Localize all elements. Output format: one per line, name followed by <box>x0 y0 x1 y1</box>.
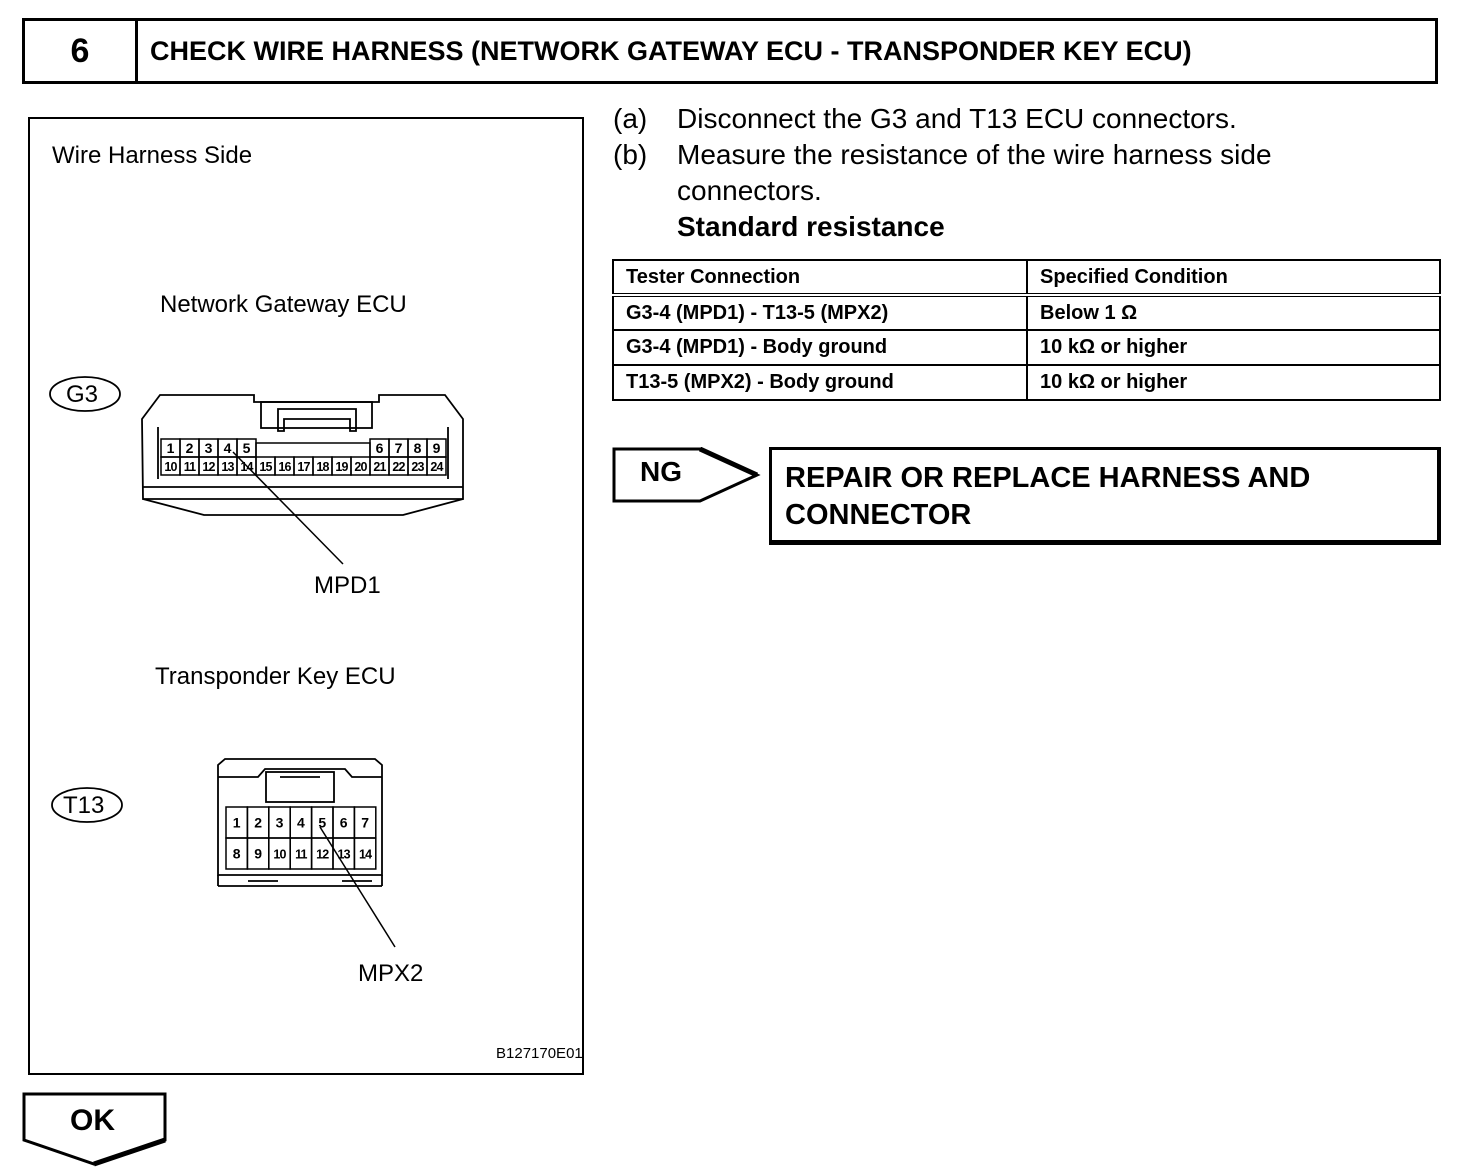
ng-result-line1: REPAIR OR REPLACE HARNESS AND <box>785 462 1311 494</box>
g3-pin-13: 13 <box>221 460 234 474</box>
table-row: T13-5 (MPX2) - Body ground 10 kΩ or high… <box>611 364 1441 401</box>
t13-pin-2: 2 <box>254 815 262 831</box>
ok-label: OK <box>70 1104 115 1137</box>
t13-pin-12: 12 <box>316 848 329 862</box>
ng-result-line2: CONNECTOR <box>785 499 972 531</box>
g3-top-row-gap <box>255 442 371 457</box>
ng-arrow-icon <box>612 447 761 503</box>
t13-pin-7: 7 <box>361 815 369 831</box>
mpx2-callout: MPX2 <box>358 960 424 987</box>
g3-pin-1: 1 <box>167 440 175 456</box>
step-b-label: (b) <box>613 139 648 170</box>
table-cell: G3-4 (MPD1) - T13-5 (MPX2) <box>611 294 1029 331</box>
transponder-key-ecu-label: Transponder Key ECU <box>155 663 396 690</box>
mpx2-leader-line <box>319 826 396 948</box>
image-code: B127170E01 <box>496 1045 583 1062</box>
table-cell: 10 kΩ or higher <box>1026 329 1441 366</box>
g3-pin-20: 20 <box>354 460 367 474</box>
g3-pin-4: 4 <box>224 440 232 456</box>
step-number: 6 <box>25 21 138 81</box>
g3-pin-2: 2 <box>186 440 194 456</box>
t13-pin-5: 5 <box>318 815 326 831</box>
g3-pin-7: 7 <box>395 440 403 456</box>
table-cell: 10 kΩ or higher <box>1026 364 1441 401</box>
g3-pin-17: 17 <box>297 460 310 474</box>
g3-pin-3: 3 <box>205 440 213 456</box>
table-header-row: Tester Connection Specified Condition <box>611 259 1441 297</box>
t13-pin-11: 11 <box>295 848 307 862</box>
step-b-text-line1: Measure the resistance of the wire harne… <box>677 139 1272 170</box>
g3-pin-21: 21 <box>373 460 386 474</box>
network-gateway-ecu-label: Network Gateway ECU <box>160 291 407 318</box>
g3-code-ellipse <box>49 376 121 412</box>
g3-code-label: G3 <box>66 381 99 408</box>
step-header: 6 CHECK WIRE HARNESS (NETWORK GATEWAY EC… <box>22 18 1438 84</box>
table-cell: T13-5 (MPX2) - Body ground <box>611 364 1029 401</box>
step-title: CHECK WIRE HARNESS (NETWORK GATEWAY ECU … <box>150 35 1192 66</box>
g3-pin-9: 9 <box>433 440 441 456</box>
g3-pin-11: 11 <box>184 460 196 474</box>
t13-pin-13: 13 <box>338 848 351 862</box>
t13-code-ellipse <box>51 787 123 823</box>
t13-pin-8: 8 <box>233 846 241 862</box>
t13-pin-10: 10 <box>273 848 286 862</box>
g3-pin-22: 22 <box>392 460 405 474</box>
g3-pin-23: 23 <box>411 460 424 474</box>
t13-pin-1: 1 <box>233 815 241 831</box>
t13-pin-3: 3 <box>276 815 284 831</box>
t13-pin-6: 6 <box>340 815 348 831</box>
ng-label: NG <box>640 456 682 487</box>
ok-arrow-icon <box>22 1092 167 1167</box>
standard-resistance-heading: Standard resistance <box>677 211 945 242</box>
standard-resistance-table: Tester Connection Specified Condition G3… <box>611 259 1441 401</box>
t13-pin-4: 4 <box>297 815 305 831</box>
t13-pin-14-cell <box>353 837 377 870</box>
g3-pin-19: 19 <box>335 460 348 474</box>
g3-pin-5: 5 <box>243 440 251 456</box>
g3-pin-24: 24 <box>430 460 443 474</box>
g3-pin-18: 18 <box>316 460 329 474</box>
table-header-specified-condition: Specified Condition <box>1026 259 1441 297</box>
g3-pin-6: 6 <box>376 440 384 456</box>
mpd1-callout: MPD1 <box>314 572 381 599</box>
table-row: G3-4 (MPD1) - Body ground 10 kΩ or highe… <box>611 329 1441 366</box>
t13-pin-9: 9 <box>254 846 262 862</box>
g3-pin-15: 15 <box>259 460 272 474</box>
table-header-tester-connection: Tester Connection <box>611 259 1029 297</box>
table-cell: G3-4 (MPD1) - Body ground <box>611 329 1029 366</box>
wire-harness-side-label: Wire Harness Side <box>52 142 253 169</box>
g3-pin-8: 8 <box>414 440 422 456</box>
table-cell: Below 1 Ω <box>1026 294 1441 331</box>
step-a-text: Disconnect the G3 and T13 ECU connectors… <box>677 103 1237 134</box>
t13-pin-14: 14 <box>359 848 372 862</box>
t13-code-label: T13 <box>63 792 105 819</box>
table-row: G3-4 (MPD1) - T13-5 (MPX2) Below 1 Ω <box>611 294 1441 331</box>
g3-pin-16: 16 <box>278 460 291 474</box>
ng-result-box: REPAIR OR REPLACE HARNESS AND CONNECTOR <box>769 447 1441 545</box>
g3-pin-12: 12 <box>202 460 215 474</box>
g3-pin-24-cell <box>426 456 447 476</box>
mpd1-leader-line <box>232 451 344 565</box>
g3-pin-10: 10 <box>164 460 177 474</box>
step-b-text-line2: connectors. <box>677 175 822 206</box>
step-a-label: (a) <box>613 103 648 134</box>
